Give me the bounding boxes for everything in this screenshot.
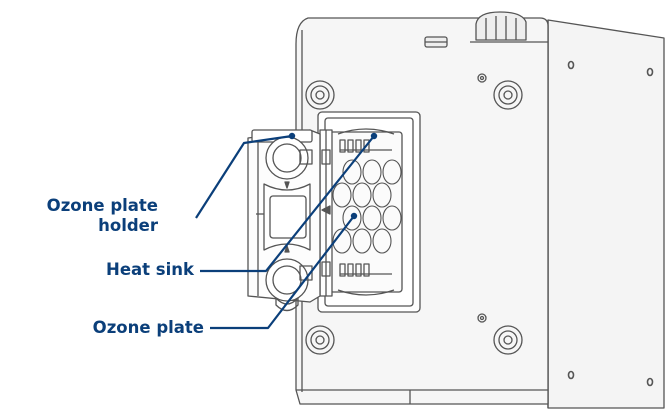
side-panel xyxy=(547,19,665,409)
top-knob-right xyxy=(470,11,548,43)
holder-leader-dot xyxy=(288,132,296,140)
small-pin-bottom xyxy=(477,313,487,323)
housing-screw-top-left xyxy=(305,80,335,110)
housing-screw-bottom-right xyxy=(493,325,523,355)
callout-leaders xyxy=(195,132,378,330)
heat-sink-leader-dot xyxy=(370,132,378,140)
ozone-plate-cells xyxy=(332,159,402,254)
plate-bracket xyxy=(319,129,333,297)
label-ozone-plate-holder: Ozone plate holder xyxy=(0,196,158,236)
housing-screw-bottom-left xyxy=(305,325,335,355)
label-holder-line1: Ozone plate xyxy=(46,196,158,215)
heat-sink-leader-line xyxy=(200,135,375,273)
label-holder-line2: holder xyxy=(98,216,158,235)
ozone-plate-leader-dot xyxy=(350,212,358,220)
holder-leader-line xyxy=(195,134,293,219)
label-heat-sink: Heat sink xyxy=(106,260,194,279)
ozone-plate-holder xyxy=(247,129,321,312)
small-pin-top xyxy=(477,73,487,83)
label-ozone-plate: Ozone plate xyxy=(92,318,204,337)
ozone-plate-leader-line xyxy=(210,215,355,330)
top-knob-left xyxy=(424,36,448,48)
heat-sink-block xyxy=(329,128,403,296)
housing-screw-top-right xyxy=(493,80,523,110)
